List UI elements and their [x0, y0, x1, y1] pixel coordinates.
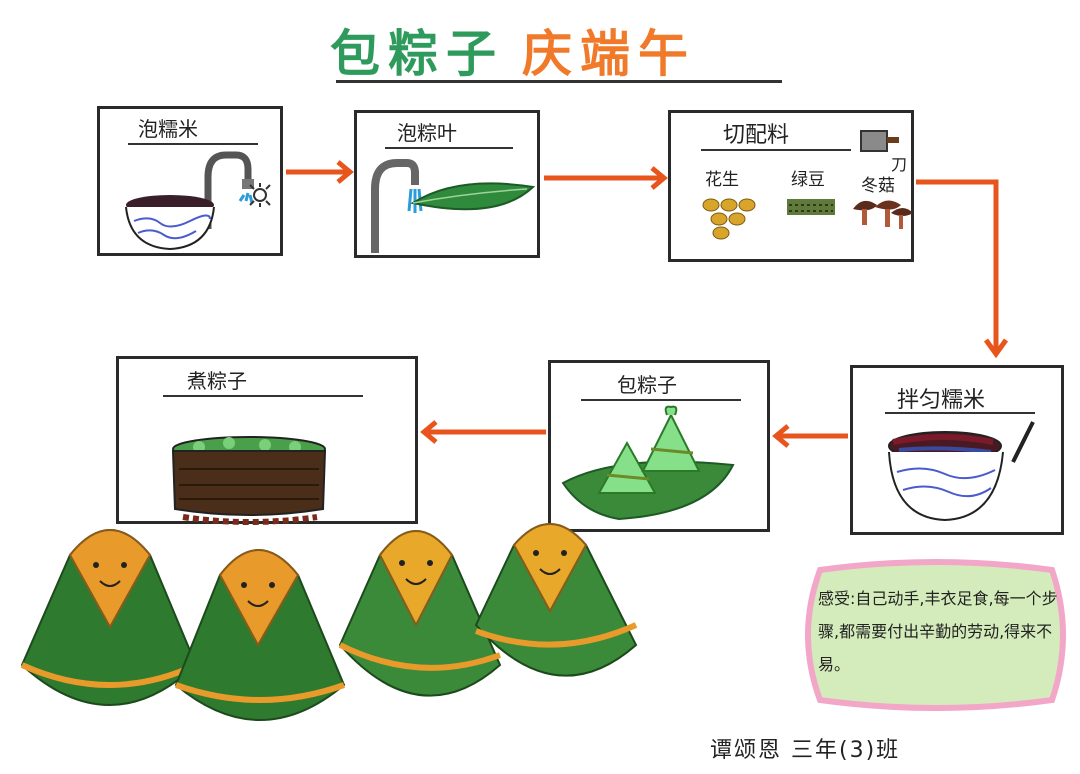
zongzi-character — [338, 530, 502, 697]
feeling-key: 感受: — [818, 589, 856, 608]
zongzi-character — [474, 523, 638, 677]
feeling-text: 自己动手,丰衣足食,每一个步骤,都需要付出辛勤的劳动,得来不易。 — [818, 589, 1058, 674]
step-cut-ingredients: 切配料 刀 花生 绿豆 冬菇 — [668, 110, 914, 262]
step-label: 拌匀糯米 — [897, 388, 986, 413]
title-part1: 包粽子 — [330, 25, 504, 83]
step-label: 煮粽子 — [187, 369, 247, 393]
arrow-2-to-3 — [544, 166, 668, 190]
steamer-pot-icon — [171, 436, 327, 525]
arrow-5-to-6 — [420, 420, 546, 444]
feeling-bubble — [805, 559, 1066, 711]
arrow-1-to-2 — [286, 160, 354, 184]
arrow-4-to-5 — [772, 424, 848, 448]
step-boil-zongzi: 煮粽子 — [116, 356, 418, 525]
ingredient-peanut-label: 花生 — [705, 170, 739, 190]
zongzi-characters-illustration — [20, 523, 638, 721]
knife-label: 刀 — [891, 155, 908, 174]
signature: 谭颂恩 三年(3)班 — [710, 738, 901, 763]
soaking-bowl-icon — [125, 151, 271, 251]
zongzi-character — [174, 549, 346, 721]
mushroom-icon — [853, 200, 913, 229]
step-label: 泡糯米 — [138, 117, 198, 141]
step-mix-rice: 拌匀糯米 — [850, 365, 1064, 535]
mungbean-icon — [787, 199, 835, 215]
step-label: 包粽子 — [617, 373, 677, 397]
step-label: 泡粽叶 — [397, 121, 457, 145]
step-soak-rice: 泡糯米 — [97, 106, 283, 256]
title-part2: 庆端午 — [522, 25, 696, 83]
step-soak-leaves: 泡粽叶 — [354, 110, 540, 258]
title-underline — [336, 80, 782, 83]
knife-icon — [860, 130, 899, 152]
peanut-icon — [702, 198, 756, 240]
zongzi-on-leaf-icon — [561, 405, 735, 521]
step-wrap-zongzi: 包粽子 — [548, 360, 770, 532]
mixing-bowl-icon — [888, 421, 1035, 522]
faucet-leaf-icon — [371, 159, 536, 253]
step-label: 切配料 — [723, 123, 790, 148]
ingredient-mungbean-label: 绿豆 — [791, 170, 825, 190]
feeling-text-block: 感受:自己动手,丰衣足食,每一个步骤,都需要付出辛勤的劳动,得来不易。 — [818, 582, 1058, 681]
page-title: 包粽子庆端午 — [330, 14, 790, 84]
zongzi-character — [20, 529, 198, 706]
arrow-3-to-4 — [916, 179, 1009, 359]
ingredient-mushroom-label: 冬菇 — [861, 176, 895, 196]
